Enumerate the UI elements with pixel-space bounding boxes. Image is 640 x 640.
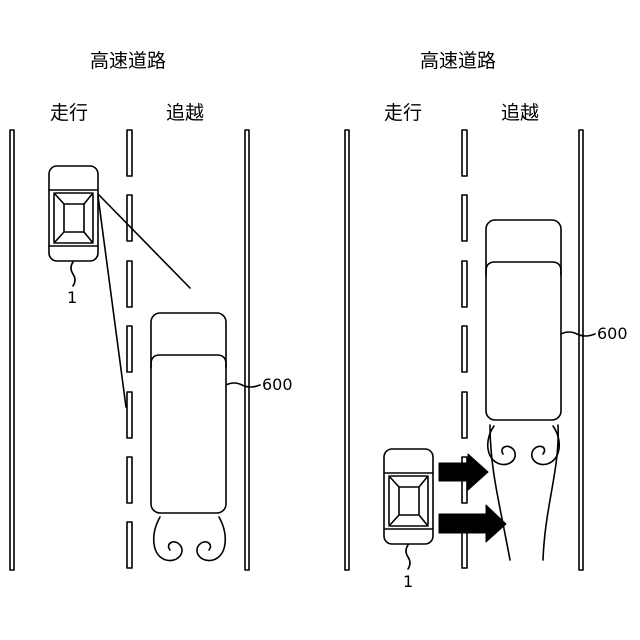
left-truck-leader: [226, 383, 260, 387]
right-road-edge-left: [345, 130, 349, 570]
view-line-upper: [98, 194, 190, 288]
wake-line-left: [490, 425, 510, 560]
left-panel: [10, 130, 260, 570]
truck-top-view-icon: [151, 313, 226, 513]
car-top-view-icon: [384, 449, 433, 544]
left-center-dashes: [127, 130, 132, 568]
turbulence-swirl-icon: [154, 517, 226, 561]
right-road-edge-right: [579, 130, 583, 570]
truck-top-view-icon: [486, 220, 561, 420]
view-line-lower: [98, 196, 126, 407]
turbulence-swirl-icon: [488, 426, 560, 465]
car-top-view-icon: [49, 166, 98, 261]
right-panel: [345, 130, 595, 570]
right-center-dashes: [462, 130, 467, 568]
right-vehicle-leader: [406, 545, 410, 569]
left-road-edge-left: [10, 130, 14, 570]
wake-line-right: [543, 425, 558, 560]
right-truck-leader: [561, 332, 595, 336]
wind-arrow-icon: [439, 454, 506, 542]
left-road-edge-right: [245, 130, 249, 570]
left-vehicle-leader: [71, 262, 75, 286]
